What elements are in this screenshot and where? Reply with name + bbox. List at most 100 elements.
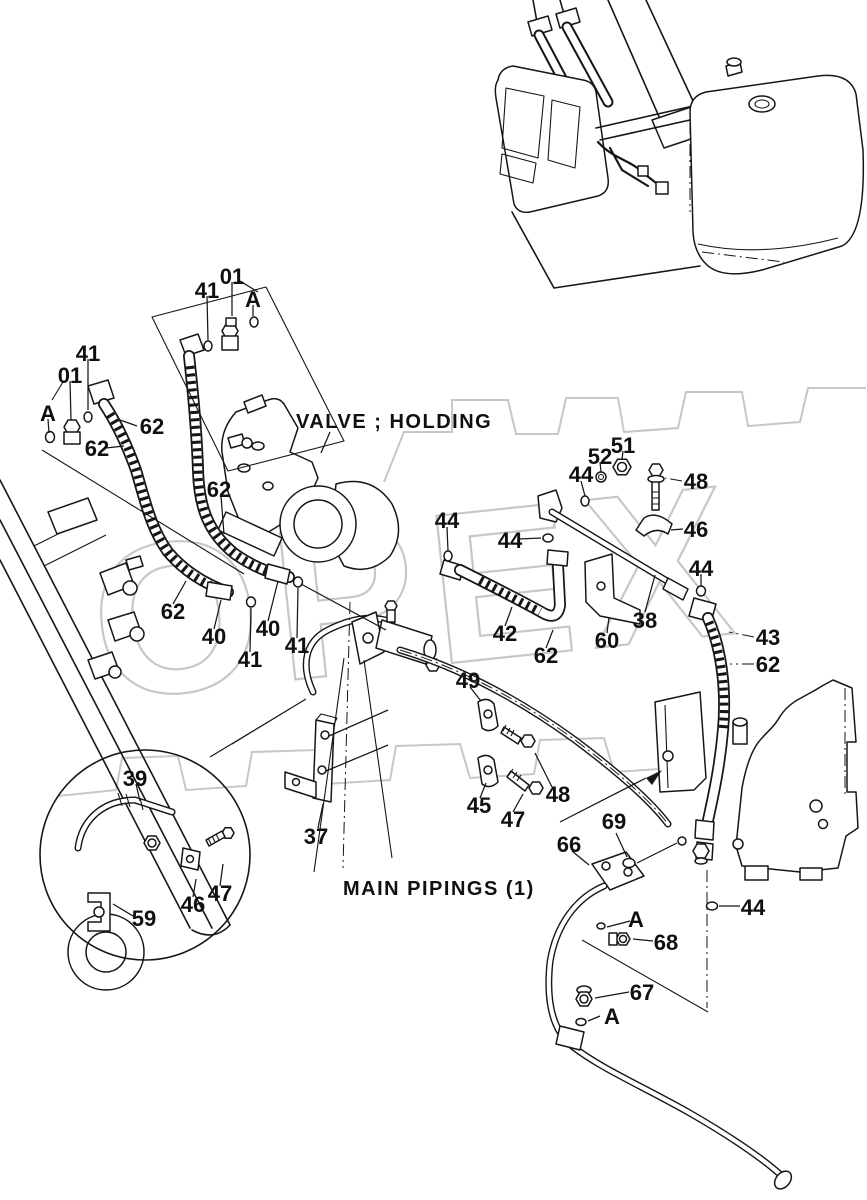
valve-side-nut-tip [241,437,253,449]
hose-42-wrap [477,576,542,616]
part-label-62-7: 62 [85,436,109,461]
o-ring [83,411,93,423]
part-label-39-34: 39 [123,766,147,791]
o-ring [705,901,719,911]
cab-outline [494,65,610,214]
pump-outline [735,679,859,873]
o-ring [575,1017,587,1027]
pump-bottom-nut [692,843,710,859]
part-label-a-5: A [40,401,56,426]
part-label-62-9: 62 [161,599,185,624]
part-label-62-10: 62 [534,643,558,668]
part-label-a-43: A [604,1004,620,1029]
o-ring [203,340,213,352]
fitting-01-top-stem [221,335,239,351]
bracket-37-foot [284,771,317,799]
plug-67 [575,985,593,1007]
part-label-52-21: 52 [588,444,612,469]
frame-lines [41,381,709,1013]
part-label-67-42: 67 [630,980,654,1005]
part-label-43-28: 43 [756,625,780,650]
hose-42-fill [455,561,565,620]
part-label-42-25: 42 [493,621,517,646]
o-ring [245,596,257,608]
fitting-group-top [151,286,345,472]
pump-hole-3 [732,838,744,850]
bolt-47-detail-threads [207,833,220,845]
part-label-49-29: 49 [456,668,480,693]
bolt-48-top-head [648,463,664,477]
pointer-arrowhead [646,770,662,785]
fitting-01-top-tip [225,317,237,327]
part-label-62-6: 62 [140,414,164,439]
clamp-49 [477,698,499,732]
bolt-48-lower-threads [502,724,515,737]
o-ring [443,550,453,562]
part-label-44-19: 44 [689,556,714,581]
clamp-46-saddle [635,514,673,537]
part-label-44-16: 44 [569,462,594,487]
part-label-44-17: 44 [435,508,460,533]
part-label-48-32: 48 [546,782,570,807]
part-label-a-2: A [245,287,261,312]
deck-edges [511,105,701,289]
machine-centerlines [689,122,785,263]
port-elbow-1-stem [125,555,144,571]
part-label-38-26: 38 [633,608,657,633]
part-label-68-41: 68 [654,930,678,955]
hose-b-top-elbow [87,379,115,405]
clamp-45 [477,754,499,788]
holding-valve-top-cap [243,394,267,414]
pump-hole-2 [817,818,829,830]
bracket-37-hole-2 [317,765,327,775]
o-ring [542,533,554,543]
washer-52-inner [597,473,605,481]
part-label-37-33: 37 [304,824,328,849]
dash-dot-leaders [342,477,846,1008]
part-label-46-24: 46 [684,517,708,542]
pipe-66-union-nut [555,1025,585,1051]
part-label-01-4: 01 [58,363,82,388]
leader-lines [47,280,740,1022]
deck-piping-clamp-1 [637,165,649,177]
port-elbow-2-nut [129,626,145,642]
bracket-60 [584,553,641,625]
annotation-lines [41,280,846,1022]
bracket-60-plate [584,553,641,625]
valve-port-3 [262,481,274,491]
main-pipe-run [396,646,672,828]
part-label-a-40: A [628,907,644,932]
nut-51-bore [616,461,628,473]
plug-68 [608,932,631,946]
part-label-44-18: 44 [498,528,523,553]
clamp-59-hole [93,906,105,918]
clamp-49-hole [483,709,493,719]
part-label-62-8: 62 [207,477,231,502]
valve-eye-bore [293,499,343,549]
part-label-41-0: 41 [195,278,219,303]
part-label-41-15: 41 [285,633,309,658]
pipe-66-open-end [773,1170,793,1190]
part-label-62-11: 62 [756,652,780,677]
bracket-37 [284,713,338,803]
bracket-37-plate [312,719,335,803]
part-label-66-38: 66 [557,832,581,857]
pipe-39-handle-fill [75,797,175,851]
pipe-38-assembly [548,508,689,601]
bolt-48-top [647,463,665,511]
plug-67-bore [579,994,589,1004]
pipe-66-assembly [545,851,793,1190]
rod-clamp-block [47,497,98,535]
valve-port-1 [251,441,265,451]
part-label-59-35: 59 [132,906,156,931]
part-label-41-3: 41 [76,341,100,366]
o-ring [580,495,590,507]
o-ring [292,576,304,588]
pipe-38-end-nut [662,577,689,601]
hose-43-coupler-1 [694,819,715,841]
pump-body [654,679,859,881]
cab-lower-window [499,153,537,184]
